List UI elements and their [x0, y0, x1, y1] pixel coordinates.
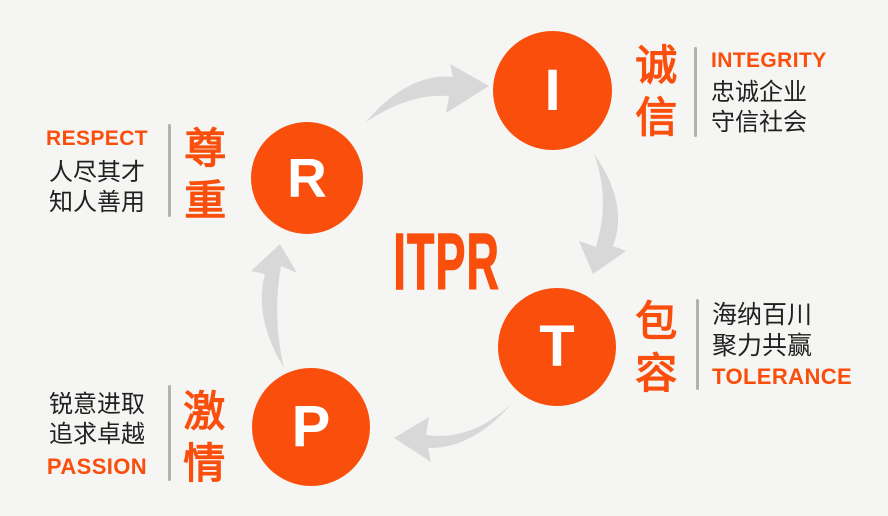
integrity-en-label: INTEGRITY — [711, 49, 827, 72]
center-title: ITPR — [393, 217, 500, 306]
respect-en-label: RESPECT — [46, 127, 148, 150]
passion-cn-keyword: 激情 — [183, 388, 226, 487]
tolerance-en-label: TOLERANCE — [712, 364, 853, 389]
passion-description: 锐意进取 追求卓越 — [49, 391, 145, 448]
circle-tolerance: T — [498, 288, 616, 406]
arrow-integrity-to-tolerance-icon — [579, 154, 626, 274]
passion-divider — [168, 385, 171, 481]
circle-tolerance-letter: T — [539, 314, 575, 379]
circle-passion: P — [252, 368, 370, 486]
passion-en-label: PASSION — [46, 454, 148, 479]
integrity-divider — [694, 47, 697, 137]
respect-divider — [168, 124, 171, 217]
arrow-tolerance-to-passion-icon — [394, 403, 512, 462]
arrow-respect-to-integrity-icon — [366, 64, 489, 122]
circle-respect-letter: R — [287, 146, 327, 209]
circle-respect: R — [251, 122, 363, 234]
circle-integrity-letter: I — [544, 57, 561, 123]
integrity-cn-keyword: 诚信 — [635, 42, 678, 141]
tolerance-description: 海纳百川 聚力共赢 — [712, 301, 813, 360]
respect-description: 人尽其才 知人善用 — [49, 159, 145, 216]
circle-passion-letter: P — [291, 394, 331, 459]
tolerance-cn-keyword: 包容 — [635, 298, 678, 397]
tolerance-divider — [696, 299, 699, 390]
respect-cn-keyword: 尊重 — [184, 125, 227, 224]
circle-integrity: I — [493, 31, 612, 150]
arrow-passion-to-respect-icon — [251, 244, 297, 368]
integrity-description: 忠诚企业 守信社会 — [711, 79, 807, 136]
